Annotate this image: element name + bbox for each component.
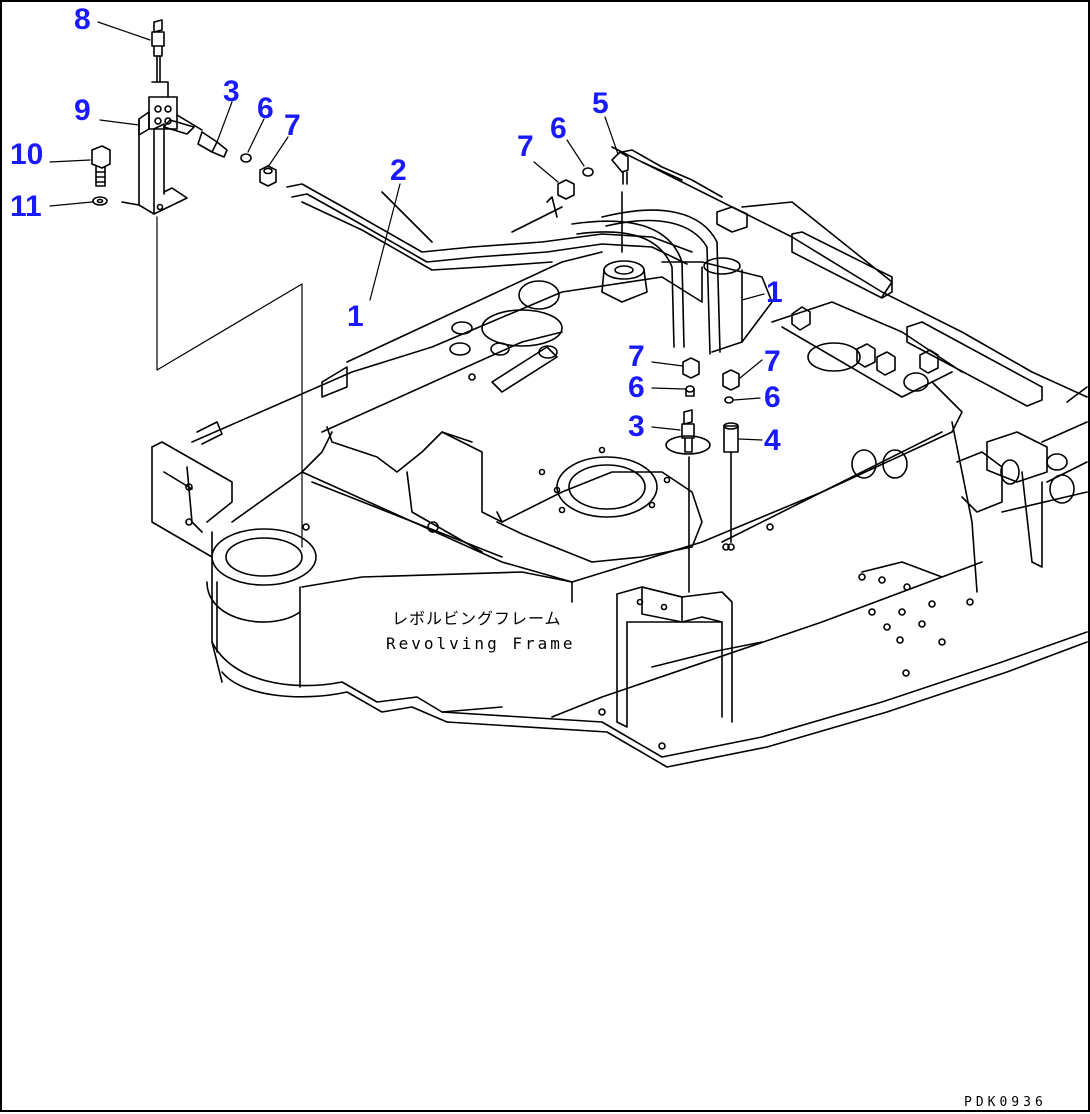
callout-1[interactable]: 1: [766, 276, 783, 309]
callout-9[interactable]: 9: [74, 94, 91, 127]
swivel-joint: [601, 257, 773, 353]
frame-label-en: Revolving Frame: [386, 634, 576, 653]
nut-7c: [682, 357, 700, 379]
deck-blocks: [791, 306, 939, 376]
callout-11[interactable]: 11: [10, 190, 42, 223]
support-bracket: [616, 586, 733, 728]
hose-2: [286, 183, 693, 271]
leader-lines: [49, 21, 765, 441]
drawing-code: PDK0936: [964, 1095, 1047, 1110]
callout-7[interactable]: 7: [764, 345, 781, 378]
callout-2[interactable]: 2: [390, 154, 407, 187]
elbow-5: [611, 151, 629, 253]
hose-fitting-3a: [163, 114, 228, 158]
callout-1[interactable]: 1: [347, 300, 364, 333]
grease-bracket-9: [121, 96, 188, 215]
washer-11: [92, 196, 108, 206]
nut-7d: [722, 369, 740, 391]
callout-10[interactable]: 10: [10, 138, 44, 171]
callout-4[interactable]: 4: [764, 424, 781, 457]
callout-6[interactable]: 6: [550, 112, 567, 145]
sleeve-6b: [582, 167, 594, 177]
nut-7a: [259, 165, 277, 187]
callout-7[interactable]: 7: [628, 340, 645, 373]
sleeve-6a: [240, 153, 252, 163]
callout-3[interactable]: 3: [628, 410, 645, 443]
callout-5[interactable]: 5: [592, 87, 609, 120]
callout-6[interactable]: 6: [628, 371, 645, 404]
frame-label-jp: レボルビングフレーム: [392, 609, 562, 628]
clamp-7b: [557, 179, 575, 200]
bolt-10: [91, 145, 111, 187]
sleeve-6d: [724, 396, 734, 404]
sleeve-6c: [685, 385, 695, 397]
callout-3[interactable]: 3: [223, 75, 240, 108]
frame-rail-right: [611, 146, 1088, 407]
callout-6[interactable]: 6: [257, 92, 274, 125]
callout-6[interactable]: 6: [764, 381, 781, 414]
callout-8[interactable]: 8: [74, 3, 91, 36]
hose-fitting-3b: [665, 409, 711, 593]
callout-7[interactable]: 7: [517, 130, 534, 163]
grease-nipple-4: [723, 422, 739, 551]
grease-fitting-8: [151, 19, 169, 98]
hose-1: [546, 149, 723, 355]
frame-body: [151, 251, 1088, 768]
callout-7[interactable]: 7: [284, 109, 301, 142]
